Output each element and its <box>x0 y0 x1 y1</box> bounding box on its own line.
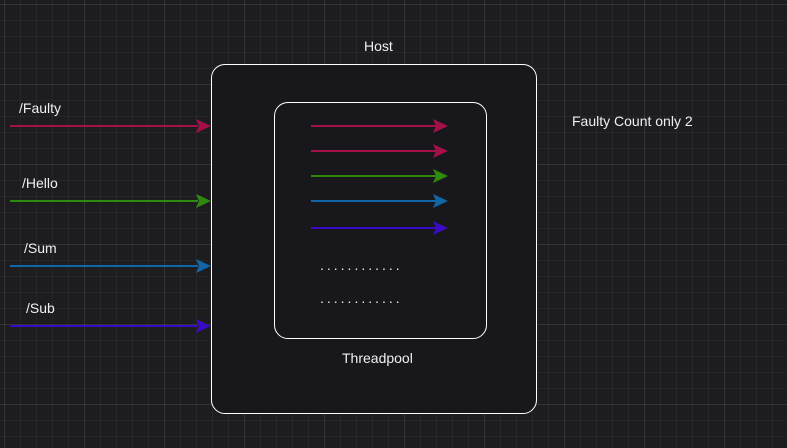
route-arrow-faulty-head <box>196 119 211 133</box>
route-arrow-sum <box>10 259 211 273</box>
thread-ellipsis-row-1: ............ <box>320 257 403 273</box>
thread-arrow-4 <box>311 194 448 208</box>
route-arrow-faulty <box>10 119 211 133</box>
route-arrow-sub-head <box>196 319 211 333</box>
route-arrow-hello-head <box>196 194 211 208</box>
thread-ellipsis-row-2: ............ <box>320 290 403 306</box>
thread-arrow-1 <box>311 119 448 133</box>
thread-arrow-2-head <box>433 144 448 158</box>
thread-arrow-5 <box>311 221 448 235</box>
route-label-faulty: /Faulty <box>19 100 62 116</box>
route-label-sub: /Sub <box>26 300 55 316</box>
thread-arrow-3 <box>311 169 448 183</box>
route-arrow-sum-head <box>196 259 211 273</box>
thread-arrow-5-head <box>433 221 448 235</box>
route-arrow-hello <box>10 194 211 208</box>
host-label: Host <box>364 38 393 54</box>
thread-arrow-1-head <box>433 119 448 133</box>
route-arrow-sub <box>10 319 211 333</box>
faulty-count-note: Faulty Count only 2 <box>572 113 693 129</box>
threadpool-container <box>274 102 487 339</box>
route-label-sum: /Sum <box>24 240 57 256</box>
thread-arrow-2 <box>311 144 448 158</box>
thread-arrow-4-head <box>433 194 448 208</box>
threadpool-label: Threadpool <box>342 350 413 366</box>
thread-arrow-3-head <box>433 169 448 183</box>
route-label-hello: /Hello <box>22 175 58 191</box>
